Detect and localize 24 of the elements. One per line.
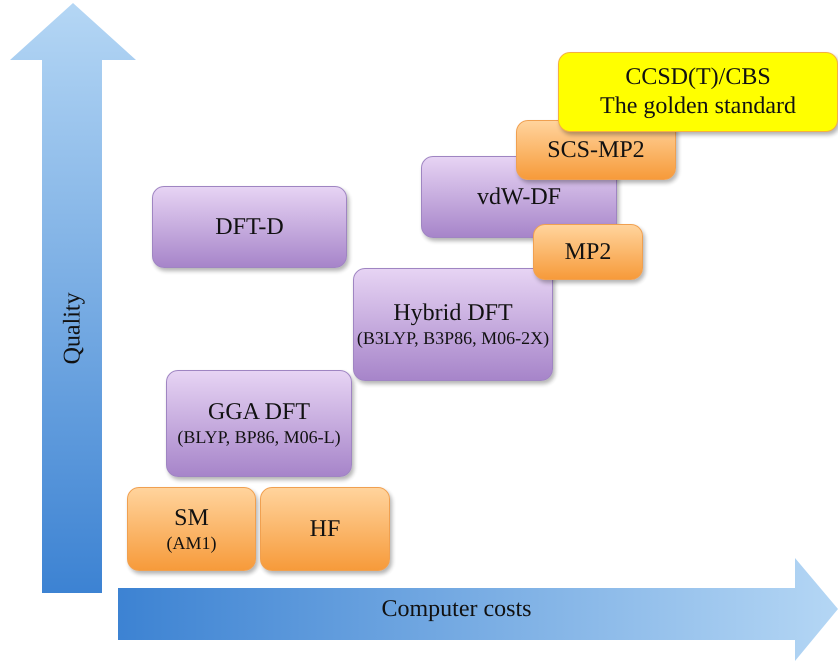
method-box bbox=[166, 370, 352, 477]
method-box bbox=[353, 268, 553, 381]
method-box bbox=[558, 52, 838, 132]
method-detail: (B3LYP, B3P86, M06-2X) bbox=[356, 328, 550, 350]
method-box bbox=[152, 186, 347, 268]
method-box bbox=[533, 224, 643, 280]
method-name: HF bbox=[310, 514, 340, 544]
axis-label: Computer costs bbox=[382, 595, 532, 624]
method-name: Hybrid DFT bbox=[393, 299, 513, 328]
method-name: CCSD(T)/CBS bbox=[625, 63, 771, 92]
method-name: DFT-D bbox=[215, 212, 284, 242]
horizontal-axis-arrow bbox=[118, 558, 838, 661]
method-detail: The golden standard bbox=[600, 92, 796, 121]
method-name: MP2 bbox=[564, 238, 612, 266]
method-name: GGA DFT bbox=[208, 398, 310, 428]
axis-label: Quality bbox=[58, 292, 87, 364]
method-name: SM bbox=[174, 504, 209, 533]
method-detail: (AM1) bbox=[166, 532, 216, 554]
method-detail: (BLYP, BP86, M06-L) bbox=[177, 427, 341, 449]
method-box bbox=[127, 487, 256, 571]
method-box bbox=[260, 487, 390, 571]
method-name: SCS-MP2 bbox=[547, 136, 645, 164]
vertical-axis-arrow bbox=[10, 3, 136, 593]
method-name: vdW-DF bbox=[477, 182, 561, 212]
